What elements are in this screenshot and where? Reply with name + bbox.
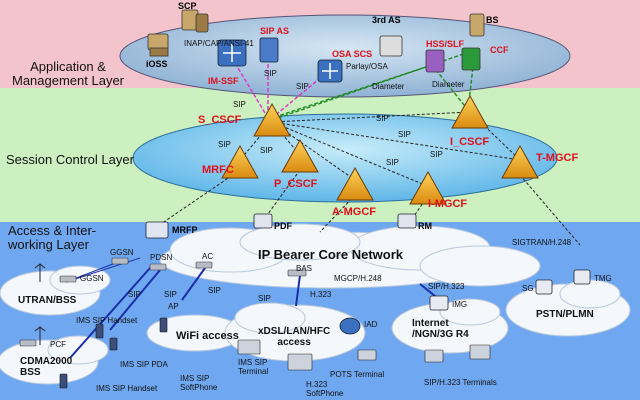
core-network-label: IP Bearer Core Network — [258, 247, 403, 262]
session-sip-7: SIP — [430, 150, 443, 159]
third-as-label: 3rd AS — [372, 15, 401, 25]
rm-label: RM — [418, 221, 432, 231]
s-cscf-label: S_CSCF — [198, 114, 242, 126]
session-sip-3: SIP — [218, 140, 231, 149]
session-ellipse — [132, 113, 558, 203]
access-sip-4: SIP — [258, 294, 271, 303]
parlay-label: Parlay/OSA — [346, 62, 388, 71]
a-mgcf-label: A-MGCF — [332, 206, 376, 218]
ims-pda-label: IMS SIP PDA — [120, 360, 168, 369]
ccf-label: CCF — [490, 45, 509, 55]
pdsn-label: PDSN — [150, 253, 173, 262]
bs-server-icon — [469, 13, 485, 37]
cdma-label: CDMA2000 BSS — [20, 356, 73, 378]
bas-label: BAS — [296, 264, 313, 273]
sigtran-label: SIGTRAN/H.248 — [512, 238, 572, 247]
h323-label-a: H.323 — [310, 290, 332, 299]
ims-handset-label-2: IMS SIP Handset — [96, 384, 158, 393]
ioss-server-icon — [147, 33, 169, 57]
ims-softphone-label: IMS SIP SoftPhone — [180, 374, 218, 392]
hss-slf-label: HSS/SLF — [426, 39, 465, 49]
ac-label: AC — [202, 252, 214, 261]
scp-server-icon — [181, 9, 209, 33]
session-node-triangles — [221, 94, 539, 205]
access-sip-2: SIP — [164, 290, 177, 299]
pstn-cloud — [505, 279, 631, 337]
ap-label: AP — [168, 302, 179, 311]
cdma-cloud — [0, 335, 109, 385]
im-ssf-label: IM-SSF — [208, 76, 239, 86]
ims-terminal-label: IMS SIP Terminal — [238, 358, 269, 376]
router-icons — [19, 257, 307, 347]
xdsl-label: xDSL/LAN/HFC access — [258, 326, 331, 348]
sip-as-server-icon — [259, 37, 279, 63]
img-label: IMG — [452, 300, 468, 309]
hss-server-icon — [425, 49, 445, 73]
access-sip-3: SIP — [208, 286, 221, 295]
tmg-label: TMG — [594, 274, 612, 283]
utran-label: UTRAN/BSS — [18, 295, 77, 306]
parlay-server-icon — [379, 35, 403, 57]
pcf-label: PCF — [50, 340, 66, 349]
app-sip-label-b: SIP — [296, 82, 309, 91]
iad-icon — [339, 317, 361, 335]
inap-label: INAP/CAP/ANSI-41 — [184, 39, 254, 48]
antenna-icons — [34, 263, 46, 345]
session-sip-4: SIP — [260, 146, 273, 155]
session-sip-1: SIP — [233, 100, 246, 109]
ccf-server-icon — [461, 47, 481, 71]
ggsn-label-b: GGSN — [80, 274, 104, 283]
app-sip-label-a: SIP — [264, 69, 277, 78]
pdf-device-icon — [253, 213, 273, 229]
terminal-icons — [237, 339, 491, 371]
ims-handset-label-1: IMS SIP Handset — [76, 316, 138, 325]
rm-device-icon — [397, 213, 417, 229]
application-ellipse — [119, 14, 571, 98]
diameter-label-a: Diameter — [372, 82, 405, 91]
iad-label: IAD — [364, 320, 378, 329]
session-sip-2: SIP — [376, 114, 389, 123]
im-ssf-switch-icon — [217, 39, 247, 67]
mrfc-label: MRFC — [202, 164, 234, 176]
sip-h323-label: SIP/H.323 — [428, 282, 465, 291]
h323-softphone-label: H.323 SoftPhone — [306, 380, 344, 398]
mrfp-device-icon — [145, 221, 169, 239]
internet-cloud — [391, 298, 509, 354]
scp-label: SCP — [178, 1, 197, 11]
ggsn-label-a: GGSN — [110, 248, 134, 257]
bs-label: BS — [486, 15, 499, 25]
osa-scs-icon — [317, 59, 343, 83]
gateway-icons — [429, 269, 591, 311]
pstn-label: PSTN/PLMN — [536, 309, 594, 320]
session-sip-5: SIP — [398, 130, 411, 139]
wifi-label: WiFi access — [176, 330, 239, 342]
mgcp-label: MGCP/H.248 — [334, 274, 382, 283]
diameter-label-b: Diameter — [432, 80, 465, 89]
sip-h323-terminals-label: SIP/H.323 Terminals — [424, 378, 497, 387]
session-sip-6: SIP — [386, 158, 399, 167]
access-sip-1: SIP — [128, 290, 141, 299]
phone-icons — [59, 317, 168, 389]
mrfp-label: MRFP — [172, 225, 198, 235]
ioss-label: iOSS — [146, 59, 168, 69]
pdf-label: PDF — [274, 221, 292, 231]
internet-label: Internet /NGN/3G R4 — [412, 318, 469, 340]
t-mgcf-label: T-MGCF — [536, 152, 579, 164]
i-mgcf-label: I-MGCF — [428, 198, 468, 210]
session-layer-label: Session Control Layer — [6, 152, 134, 167]
p-cscf-label: P_CSCF — [274, 178, 318, 190]
pots-label: POTS Terminal — [330, 370, 385, 379]
application-layer-label: Application & Management Layer — [12, 59, 125, 88]
sip-as-label: SIP AS — [260, 26, 290, 36]
core-network-cloud — [159, 223, 541, 289]
i-cscf-label: I_CSCF — [450, 136, 490, 148]
access-layer-label: Access & Inter- working Layer — [8, 223, 97, 252]
sg-label: SG — [522, 284, 534, 293]
osa-scs-label: OSA SCS — [332, 49, 373, 59]
